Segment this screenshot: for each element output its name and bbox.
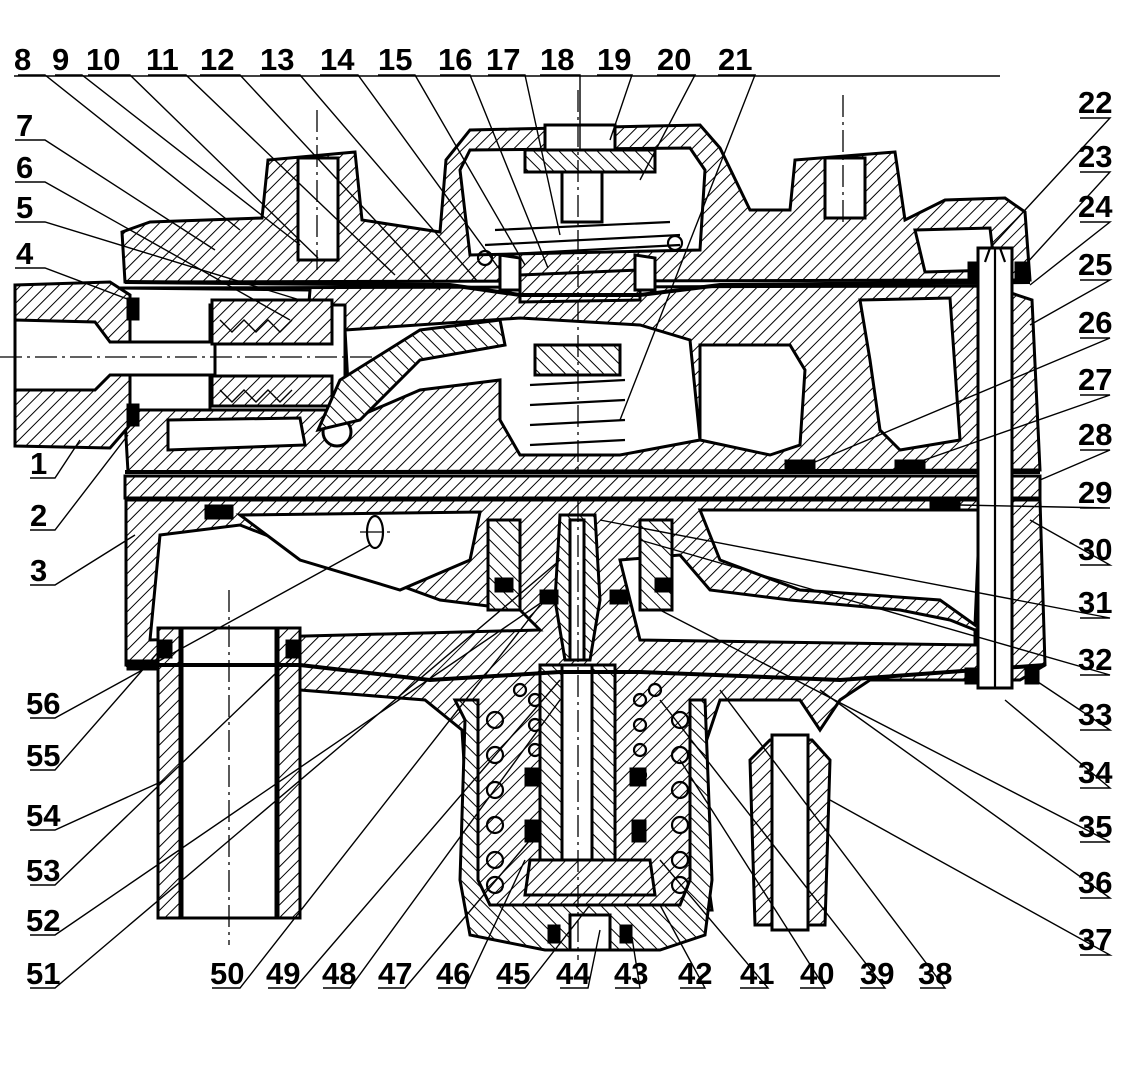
callout-23: 23: [1078, 139, 1112, 174]
upper-spring: [476, 220, 684, 267]
callout-19: 19: [597, 42, 631, 77]
callout-28: 28: [1078, 417, 1112, 452]
callout-47: 47: [378, 956, 412, 991]
outlet-pipe: [156, 590, 302, 945]
callout-29: 29: [1078, 475, 1112, 510]
callout-39: 39: [860, 956, 894, 991]
callout-55: 55: [26, 738, 60, 773]
callout-35: 35: [1078, 809, 1112, 844]
callout-43: 43: [614, 956, 648, 991]
callout-45: 45: [496, 956, 530, 991]
callout-51: 51: [26, 956, 60, 991]
inlet-fitting: [0, 280, 400, 450]
callout-30: 30: [1078, 532, 1112, 567]
callout-54: 54: [26, 798, 61, 833]
callout-31: 31: [1078, 585, 1112, 620]
callout-44: 44: [556, 956, 591, 991]
inlet-valve-spring: [219, 319, 293, 403]
callout-6: 6: [16, 150, 33, 185]
callout-numbers: 8 9 10 11 12 13 14 15 16 17 18 19 20 21 …: [14, 42, 1113, 991]
callout-26: 26: [1078, 305, 1112, 340]
diaphragms: [124, 280, 1046, 683]
callout-8: 8: [14, 42, 31, 77]
callout-12: 12: [200, 42, 234, 77]
callout-20: 20: [657, 42, 691, 77]
callout-11: 11: [146, 42, 179, 77]
callout-40: 40: [800, 956, 834, 991]
callout-15: 15: [378, 42, 412, 77]
callout-7: 7: [16, 108, 33, 143]
lever-pivot: [315, 95, 844, 550]
callout-1: 1: [30, 446, 47, 481]
callout-34: 34: [1078, 755, 1113, 790]
callout-52: 52: [26, 903, 60, 938]
callout-2: 2: [30, 498, 47, 533]
callout-18: 18: [540, 42, 574, 77]
callout-3: 3: [30, 553, 47, 588]
callout-53: 53: [26, 853, 60, 888]
callout-17: 17: [486, 42, 520, 77]
callout-13: 13: [260, 42, 294, 77]
callout-42: 42: [678, 956, 712, 991]
bottom-cup: [452, 698, 714, 952]
callout-48: 48: [322, 956, 356, 991]
callout-16: 16: [438, 42, 472, 77]
callout-25: 25: [1078, 247, 1112, 282]
callout-49: 49: [266, 956, 300, 991]
callout-46: 46: [436, 956, 470, 991]
separator-plate: [123, 474, 1042, 500]
callout-50: 50: [210, 956, 244, 991]
callout-56: 56: [26, 686, 60, 721]
callout-36: 36: [1078, 865, 1112, 900]
callout-9: 9: [52, 42, 69, 77]
callout-38: 38: [918, 956, 952, 991]
leader-lines: [15, 74, 1113, 989]
callout-4: 4: [16, 236, 34, 271]
callout-32: 32: [1078, 642, 1112, 677]
callout-21: 21: [718, 42, 752, 77]
callout-24: 24: [1078, 189, 1113, 224]
side-pipe: [748, 733, 832, 932]
callout-22: 22: [1078, 85, 1112, 120]
callout-10: 10: [86, 42, 120, 77]
connecting-rod: [976, 246, 1014, 690]
callout-41: 41: [740, 956, 774, 991]
callout-5: 5: [16, 190, 33, 225]
callout-33: 33: [1078, 697, 1112, 732]
callout-37: 37: [1078, 922, 1112, 957]
seals: [126, 261, 1040, 944]
callout-14: 14: [320, 42, 355, 77]
callout-27: 27: [1078, 362, 1112, 397]
lower-housing: [124, 498, 1047, 914]
